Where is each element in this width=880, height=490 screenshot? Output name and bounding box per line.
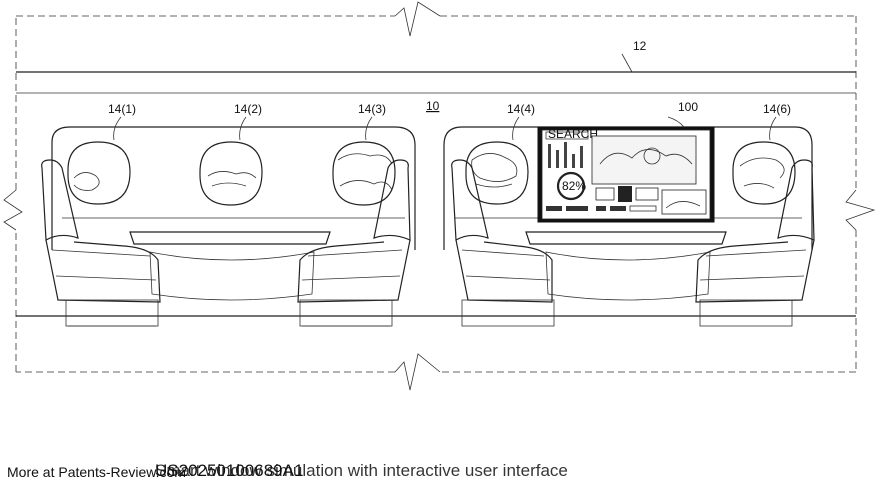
window-labels: 14(1) 14(2) 14(3) 14(4) 14(6)	[108, 102, 791, 141]
label-window-4: 14(4)	[507, 102, 535, 116]
footer-patent-number: US20250100689A1	[155, 461, 304, 480]
window-14-6	[732, 141, 796, 205]
label-window-1: 14(1)	[108, 102, 136, 116]
footer: More at Patents-Review.com US20250100689…	[0, 461, 880, 485]
fuselage-band: 12	[16, 39, 856, 94]
footer-title: Smart window simulation with interactive…	[155, 461, 568, 480]
window-14-4	[465, 141, 529, 205]
left-wall-panel	[51, 126, 416, 250]
label-display: 100	[678, 100, 698, 114]
window-14-1	[67, 141, 131, 205]
window-14-3	[332, 141, 396, 206]
smart-display: SEARCH 82% 100	[537, 100, 715, 223]
display-header-text: SEARCH	[548, 127, 598, 141]
label-window-2: 14(2)	[234, 102, 262, 116]
seat-group-right	[451, 159, 815, 327]
label-window-6: 14(6)	[763, 102, 791, 116]
label-cabin: 10	[426, 99, 440, 113]
label-fuselage: 12	[633, 39, 647, 53]
dashed-boundary	[3, 1, 876, 391]
window-14-2	[199, 141, 263, 206]
footer-source: More at Patents-Review.com	[7, 464, 186, 480]
label-window-3: 14(3)	[358, 102, 386, 116]
seat-group-left	[41, 159, 411, 327]
display-gauge-value: 82%	[562, 179, 586, 193]
